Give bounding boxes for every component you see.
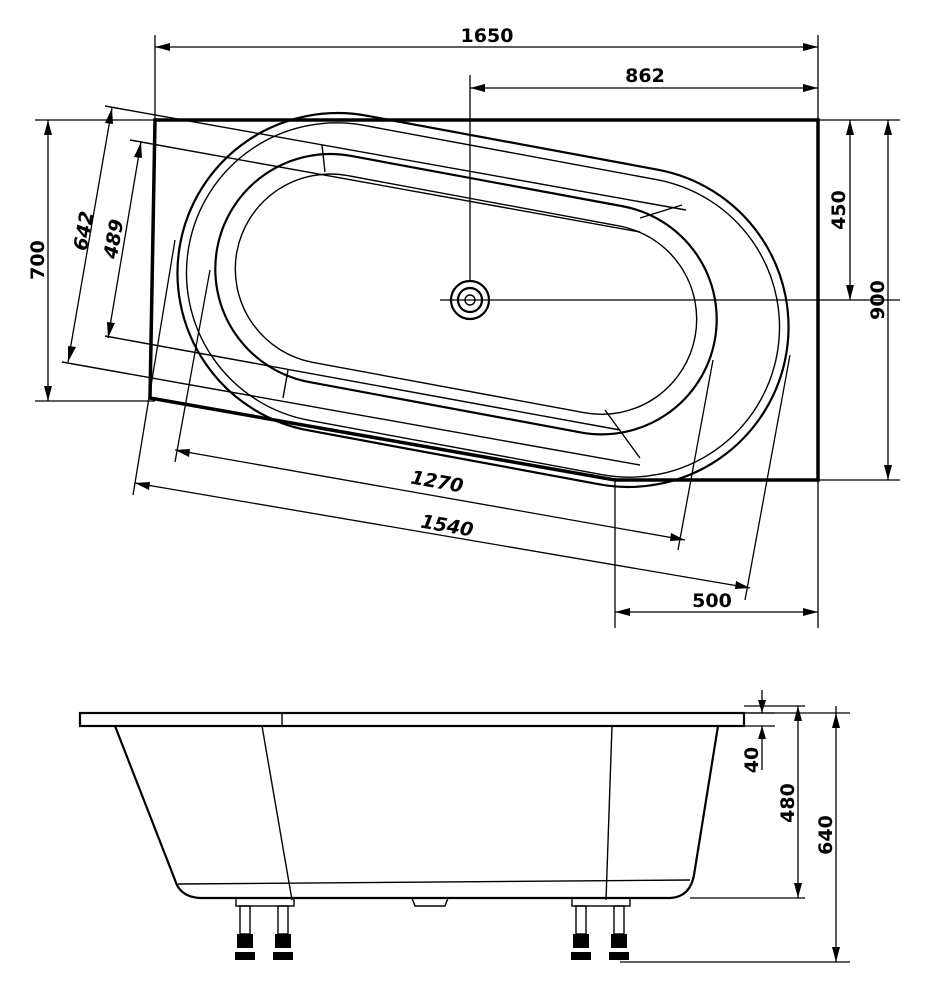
rim-slab [78,711,746,728]
rim-edge-inner-bottom [104,335,621,431]
drain-outlet [411,897,449,907]
dimension-corner-offset: 500 [614,478,819,628]
tub-panel-right [605,725,613,901]
rim-seams [282,144,683,459]
plan-outline [148,118,820,482]
dimension-drain-offset: 862 [470,65,818,92]
support-legs [235,897,631,960]
dim-label-862: 862 [625,65,665,87]
dim-label-1540: 1540 [419,511,475,542]
outer-rim [176,111,790,489]
dimension-total-height: 640 [620,706,850,963]
dimension-drain-from-edge: 450 [828,120,854,300]
dim-label-1650: 1650 [461,25,514,47]
tub-panel-left [261,725,293,901]
plan-view: 1650 862 700 642 [27,25,900,628]
dim-label-900: 900 [867,280,889,320]
dimension-overall-length: 1650 [154,25,819,125]
rim-edge-top [104,105,687,211]
dimension-outer-basin-width: 642 [67,107,113,363]
leg-right [571,897,631,960]
dimension-short-side: 700 [27,119,160,402]
dim-label-642: 642 [70,210,99,253]
tub-body [113,725,720,900]
dimension-rim-thickness: 40 [741,690,775,773]
dim-label-640: 640 [815,815,837,855]
dimension-outer-basin-length: 1540 [132,239,791,601]
leg-left [235,897,295,960]
inner-basin [214,152,718,436]
rim-edge-bottom [61,361,641,466]
dim-label-700: 700 [27,240,49,280]
dim-label-500: 500 [692,590,732,612]
tub-base-line [177,879,691,885]
dim-label-480: 480 [777,783,799,823]
dimension-inner-basin-width: 489 [100,141,142,339]
rim-edge-inner-top [129,139,641,233]
dim-label-489: 489 [100,218,129,262]
dim-label-450: 450 [828,190,850,230]
dimension-basin-depth: 480 [690,705,805,899]
side-view: 40 480 640 [78,690,850,963]
dim-label-40: 40 [741,747,763,773]
dimension-overall-width: 900 [815,119,900,481]
